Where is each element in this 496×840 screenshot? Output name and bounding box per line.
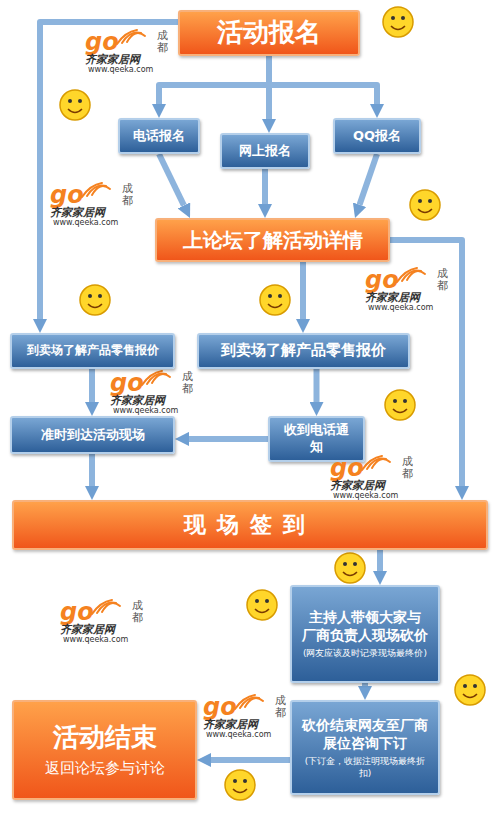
- watermark-url: www.qeeka.com: [333, 492, 398, 500]
- process-box: 上论坛了解活动详情: [155, 218, 390, 262]
- logo-mark: go: [50, 183, 84, 207]
- box-text: 准时到达活动现场: [41, 427, 145, 444]
- watermark-city: 成都: [157, 30, 168, 54]
- watermark-url: www.qeeka.com: [53, 219, 118, 227]
- watermark-city: 成都: [182, 371, 193, 395]
- watermark-url: www.qeeka.com: [206, 731, 271, 739]
- box-text: 上论坛了解活动详情: [183, 227, 363, 253]
- logo-swoosh: [397, 268, 425, 282]
- process-box: 准时到达活动现场: [10, 416, 175, 454]
- watermark-city: 成都: [437, 268, 448, 292]
- logo-mark: go: [110, 371, 144, 395]
- watermark-city: 成都: [122, 183, 133, 207]
- flow-arrow: [360, 154, 377, 205]
- flow-arrow: [377, 550, 383, 571]
- box-text: 活动结束: [53, 721, 157, 755]
- process-box: 电话报名: [118, 118, 200, 154]
- checkin-band: 现场签到: [12, 500, 488, 550]
- flow-arrow: [189, 436, 268, 442]
- emoticon: [225, 770, 255, 800]
- watermark-url: www.qeeka.com: [88, 66, 153, 74]
- flow-arrow: [211, 757, 290, 763]
- box-text: 砍价结束网友至厂商 展位咨询下订: [300, 716, 430, 752]
- watermark-brand: 齐家家居网: [85, 54, 140, 65]
- logo-swoosh: [92, 600, 120, 614]
- watermark-city: 成都: [132, 600, 143, 624]
- watermark-url: www.qeeka.com: [113, 407, 178, 415]
- flow-arrow: [89, 454, 95, 486]
- emoticon: [247, 590, 277, 620]
- process-box: 到卖场了解产品零售报价: [197, 333, 410, 369]
- box-text: 主持人带领大家与 厂商负责人现场砍价: [300, 608, 430, 644]
- emoticon: [455, 675, 485, 705]
- logo-mark: go: [203, 695, 237, 719]
- logo-swoosh: [117, 30, 145, 44]
- process-box: 到卖场了解产品零售报价: [10, 333, 175, 369]
- watermark-url: www.qeeka.com: [368, 304, 433, 312]
- watermark-city: 成都: [402, 456, 413, 480]
- box-note: (下订金，收据注明现场最终折扣): [300, 756, 430, 779]
- logo-swoosh: [362, 456, 390, 470]
- box-text: 到卖场了解产品零售报价: [27, 343, 159, 359]
- watermark-brand: 齐家家居网: [110, 395, 165, 406]
- watermark-brand: 齐家家居网: [203, 719, 258, 730]
- emoticon: [60, 90, 90, 120]
- process-box: 砍价结束网友至厂商 展位咨询下订 (下订金，收据注明现场最终折扣): [290, 700, 440, 795]
- process-box: 收到电话通知: [268, 416, 365, 462]
- watermark-brand: 齐家家居网: [60, 624, 115, 635]
- logo-swoosh: [142, 371, 170, 385]
- process-box: 网上报名: [220, 133, 310, 169]
- watermark-brand: 齐家家居网: [365, 292, 420, 303]
- flow-arrow: [159, 56, 269, 104]
- emoticon: [385, 390, 415, 420]
- flow-arrow: [89, 369, 95, 402]
- flow-arrow: [40, 22, 178, 319]
- box-text: 收到电话通知: [278, 422, 355, 456]
- box-text: 现场签到: [184, 511, 316, 540]
- logo-mark: go: [85, 30, 119, 54]
- watermark-brand: 齐家家居网: [330, 480, 385, 491]
- emoticon: [410, 190, 440, 220]
- box-text: 电话报名: [133, 128, 185, 145]
- flow-arrow: [262, 169, 268, 204]
- box-text: 活动报名: [217, 16, 321, 50]
- emoticon: [383, 7, 413, 37]
- flow-arrow: [159, 154, 184, 205]
- watermark-brand: 齐家家居网: [50, 207, 105, 218]
- flow-arrow: [362, 683, 368, 686]
- logo-swoosh: [235, 695, 263, 709]
- flow-arrow: [300, 262, 306, 319]
- box-note: 返回论坛参与讨论: [45, 759, 165, 779]
- watermark-city: 成都: [275, 695, 286, 719]
- process-box: 主持人带领大家与 厂商负责人现场砍价 (网友应该及时记录现场最终价): [290, 585, 440, 683]
- watermark-url: www.qeeka.com: [63, 636, 128, 644]
- logo-swoosh: [82, 183, 110, 197]
- flow-arrow: [269, 56, 377, 104]
- logo-mark: go: [365, 268, 399, 292]
- end-box: 活动结束返回论坛参与讨论: [12, 700, 197, 800]
- box-text: 到卖场了解产品零售报价: [221, 341, 386, 361]
- start-box: 活动报名: [178, 10, 360, 56]
- flow-arrow: [314, 369, 320, 402]
- box-text: QQ报名: [353, 128, 401, 145]
- box-note: (网友应该及时记录现场最终价): [303, 648, 427, 660]
- logo-mark: go: [330, 456, 364, 480]
- emoticon: [260, 285, 290, 315]
- process-box: QQ报名: [333, 118, 421, 154]
- emoticon: [80, 285, 110, 315]
- logo-mark: go: [60, 600, 94, 624]
- emoticon: [335, 553, 365, 583]
- box-text: 网上报名: [239, 143, 291, 160]
